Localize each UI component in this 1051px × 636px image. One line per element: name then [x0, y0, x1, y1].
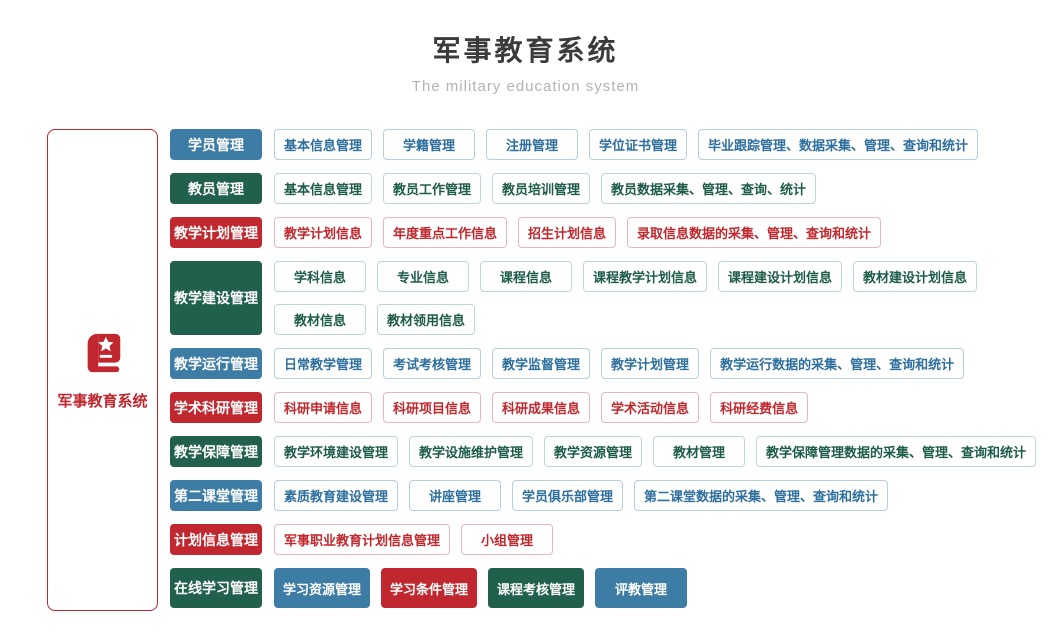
item-button[interactable]: 日常教学管理: [274, 348, 373, 379]
item-button[interactable]: 科研成果信息: [492, 392, 591, 423]
row: 教学保障管理教学环境建设管理教学设施维护管理教学资源管理教材管理教学保障管理数据…: [170, 436, 1037, 467]
row-lines: 日常教学管理考试考核管理教学监督管理教学计划管理教学运行数据的采集、管理、查询和…: [274, 348, 965, 379]
row-lines: 基本信息管理教员工作管理教员培训管理教员数据采集、管理、查询、统计: [274, 173, 817, 204]
row-line: 教学环境建设管理教学设施维护管理教学资源管理教材管理教学保障管理数据的采集、管理…: [274, 436, 1037, 467]
row-lines: 军事职业教育计划信息管理小组管理: [274, 524, 554, 555]
page-title: 军事教育系统: [432, 35, 619, 66]
item-button[interactable]: 教学监督管理: [492, 348, 591, 379]
header: 军事教育系统 The military education system: [0, 0, 1051, 97]
row: 教学建设管理学科信息专业信息课程信息课程教学计划信息课程建设计划信息教材建设计划…: [170, 261, 1036, 335]
category-button[interactable]: 教员管理: [170, 173, 262, 204]
row-line: 日常教学管理考试考核管理教学监督管理教学计划管理教学运行数据的采集、管理、查询和…: [274, 348, 965, 379]
book-star-icon: [80, 330, 126, 381]
item-button[interactable]: 教学运行数据的采集、管理、查询和统计: [710, 348, 965, 379]
item-button[interactable]: 注册管理: [486, 129, 579, 160]
category-button[interactable]: 学员管理: [170, 129, 262, 160]
item-button[interactable]: 学术活动信息: [601, 392, 700, 423]
row-lines: 教学计划信息年度重点工作信息招生计划信息录取信息数据的采集、管理、查询和统计: [274, 217, 882, 248]
item-button[interactable]: 基本信息管理: [274, 173, 373, 204]
item-button[interactable]: 学位证书管理: [589, 129, 688, 160]
row-lines: 素质教育建设管理讲座管理学员俱乐部管理第二课堂数据的采集、管理、查询和统计: [274, 480, 889, 511]
category-button[interactable]: 计划信息管理: [170, 524, 262, 555]
item-button[interactable]: 教材信息: [274, 304, 366, 335]
item-button[interactable]: 学习资源管理: [274, 568, 371, 608]
page-subtitle: The military education system: [411, 78, 640, 95]
category-button[interactable]: 第二课堂管理: [170, 480, 262, 511]
item-button[interactable]: 教材建设计划信息: [853, 261, 978, 292]
item-button[interactable]: 学籍管理: [383, 129, 476, 160]
item-button[interactable]: 学习条件管理: [381, 568, 478, 608]
item-button[interactable]: 教员工作管理: [383, 173, 482, 204]
item-button[interactable]: 教员培训管理: [492, 173, 591, 204]
row: 在线学习管理学习资源管理学习条件管理课程考核管理评教管理: [170, 568, 1036, 608]
row: 教员管理基本信息管理教员工作管理教员培训管理教员数据采集、管理、查询、统计: [170, 173, 1036, 204]
item-button[interactable]: 科研申请信息: [274, 392, 373, 423]
row: 计划信息管理军事职业教育计划信息管理小组管理: [170, 524, 1036, 555]
item-button[interactable]: 讲座管理: [409, 480, 502, 511]
item-button[interactable]: 第二课堂数据的采集、管理、查询和统计: [634, 480, 889, 511]
row: 学员管理基本信息管理学籍管理注册管理学位证书管理毕业跟踪管理、数据采集、管理、查…: [170, 129, 1036, 160]
row-line: 军事职业教育计划信息管理小组管理: [274, 524, 554, 555]
item-button[interactable]: 基本信息管理: [274, 129, 373, 160]
row-line: 教学计划信息年度重点工作信息招生计划信息录取信息数据的采集、管理、查询和统计: [274, 217, 882, 248]
item-button[interactable]: 教学计划信息: [274, 217, 373, 248]
row: 教学运行管理日常教学管理考试考核管理教学监督管理教学计划管理教学运行数据的采集、…: [170, 348, 1036, 379]
item-button[interactable]: 教材管理: [653, 436, 746, 467]
row-lines: 学科信息专业信息课程信息课程教学计划信息课程建设计划信息教材建设计划信息教材信息…: [274, 261, 978, 335]
item-button[interactable]: 课程教学计划信息: [583, 261, 708, 292]
item-button[interactable]: 军事职业教育计划信息管理: [274, 524, 451, 555]
row-line: 教材信息教材领用信息: [274, 304, 977, 335]
item-button[interactable]: 学员俱乐部管理: [512, 480, 624, 511]
row-line: 科研申请信息科研项目信息科研成果信息学术活动信息科研经费信息: [274, 392, 809, 423]
row-lines: 科研申请信息科研项目信息科研成果信息学术活动信息科研经费信息: [274, 392, 809, 423]
item-button[interactable]: 教学环境建设管理: [274, 436, 399, 467]
item-button[interactable]: 课程建设计划信息: [718, 261, 843, 292]
item-button[interactable]: 课程考核管理: [488, 568, 585, 608]
item-button[interactable]: 专业信息: [377, 261, 469, 292]
item-button[interactable]: 教材领用信息: [377, 304, 476, 335]
row-line: 基本信息管理教员工作管理教员培训管理教员数据采集、管理、查询、统计: [274, 173, 817, 204]
item-button[interactable]: 考试考核管理: [383, 348, 482, 379]
row: 教学计划管理教学计划信息年度重点工作信息招生计划信息录取信息数据的采集、管理、查…: [170, 217, 1036, 248]
item-button[interactable]: 教学计划管理: [601, 348, 700, 379]
category-button[interactable]: 教学建设管理: [170, 261, 262, 335]
item-button[interactable]: 毕业跟踪管理、数据采集、管理、查询和统计: [698, 129, 979, 160]
item-button[interactable]: 录取信息数据的采集、管理、查询和统计: [627, 217, 882, 248]
root-node: 军事教育系统: [47, 129, 158, 611]
item-button[interactable]: 教员数据采集、管理、查询、统计: [601, 173, 817, 204]
rows: 学员管理基本信息管理学籍管理注册管理学位证书管理毕业跟踪管理、数据采集、管理、查…: [170, 129, 1037, 608]
root-node-label: 军事教育系统: [57, 392, 148, 410]
row-line: 学科信息专业信息课程信息课程教学计划信息课程建设计划信息教材建设计划信息: [274, 261, 978, 292]
item-button[interactable]: 科研经费信息: [710, 392, 809, 423]
row-lines: 基本信息管理学籍管理注册管理学位证书管理毕业跟踪管理、数据采集、管理、查询和统计: [274, 129, 979, 160]
item-button[interactable]: 学科信息: [274, 261, 366, 292]
row-lines: 教学环境建设管理教学设施维护管理教学资源管理教材管理教学保障管理数据的采集、管理…: [274, 436, 1037, 467]
row-line: 基本信息管理学籍管理注册管理学位证书管理毕业跟踪管理、数据采集、管理、查询和统计: [274, 129, 979, 160]
item-button[interactable]: 课程信息: [480, 261, 572, 292]
item-button[interactable]: 教学设施维护管理: [409, 436, 534, 467]
category-button[interactable]: 教学计划管理: [170, 217, 262, 248]
row-line: 学习资源管理学习条件管理课程考核管理评教管理: [274, 568, 688, 608]
item-button[interactable]: 教学保障管理数据的采集、管理、查询和统计: [756, 436, 1037, 467]
item-button[interactable]: 素质教育建设管理: [274, 480, 399, 511]
category-button[interactable]: 教学运行管理: [170, 348, 262, 379]
category-button[interactable]: 学术科研管理: [170, 392, 262, 423]
item-button[interactable]: 教学资源管理: [544, 436, 643, 467]
category-button[interactable]: 在线学习管理: [170, 568, 262, 608]
row-line: 素质教育建设管理讲座管理学员俱乐部管理第二课堂数据的采集、管理、查询和统计: [274, 480, 889, 511]
item-button[interactable]: 年度重点工作信息: [383, 217, 508, 248]
row-lines: 学习资源管理学习条件管理课程考核管理评教管理: [274, 568, 688, 608]
row: 第二课堂管理素质教育建设管理讲座管理学员俱乐部管理第二课堂数据的采集、管理、查询…: [170, 480, 1036, 511]
content: 军事教育系统 学员管理基本信息管理学籍管理注册管理学位证书管理毕业跟踪管理、数据…: [0, 129, 1051, 611]
row: 学术科研管理科研申请信息科研项目信息科研成果信息学术活动信息科研经费信息: [170, 392, 1036, 423]
category-button[interactable]: 教学保障管理: [170, 436, 262, 467]
item-button[interactable]: 小组管理: [461, 524, 554, 555]
item-button[interactable]: 科研项目信息: [383, 392, 482, 423]
item-button[interactable]: 招生计划信息: [518, 217, 617, 248]
item-button[interactable]: 评教管理: [595, 568, 688, 608]
